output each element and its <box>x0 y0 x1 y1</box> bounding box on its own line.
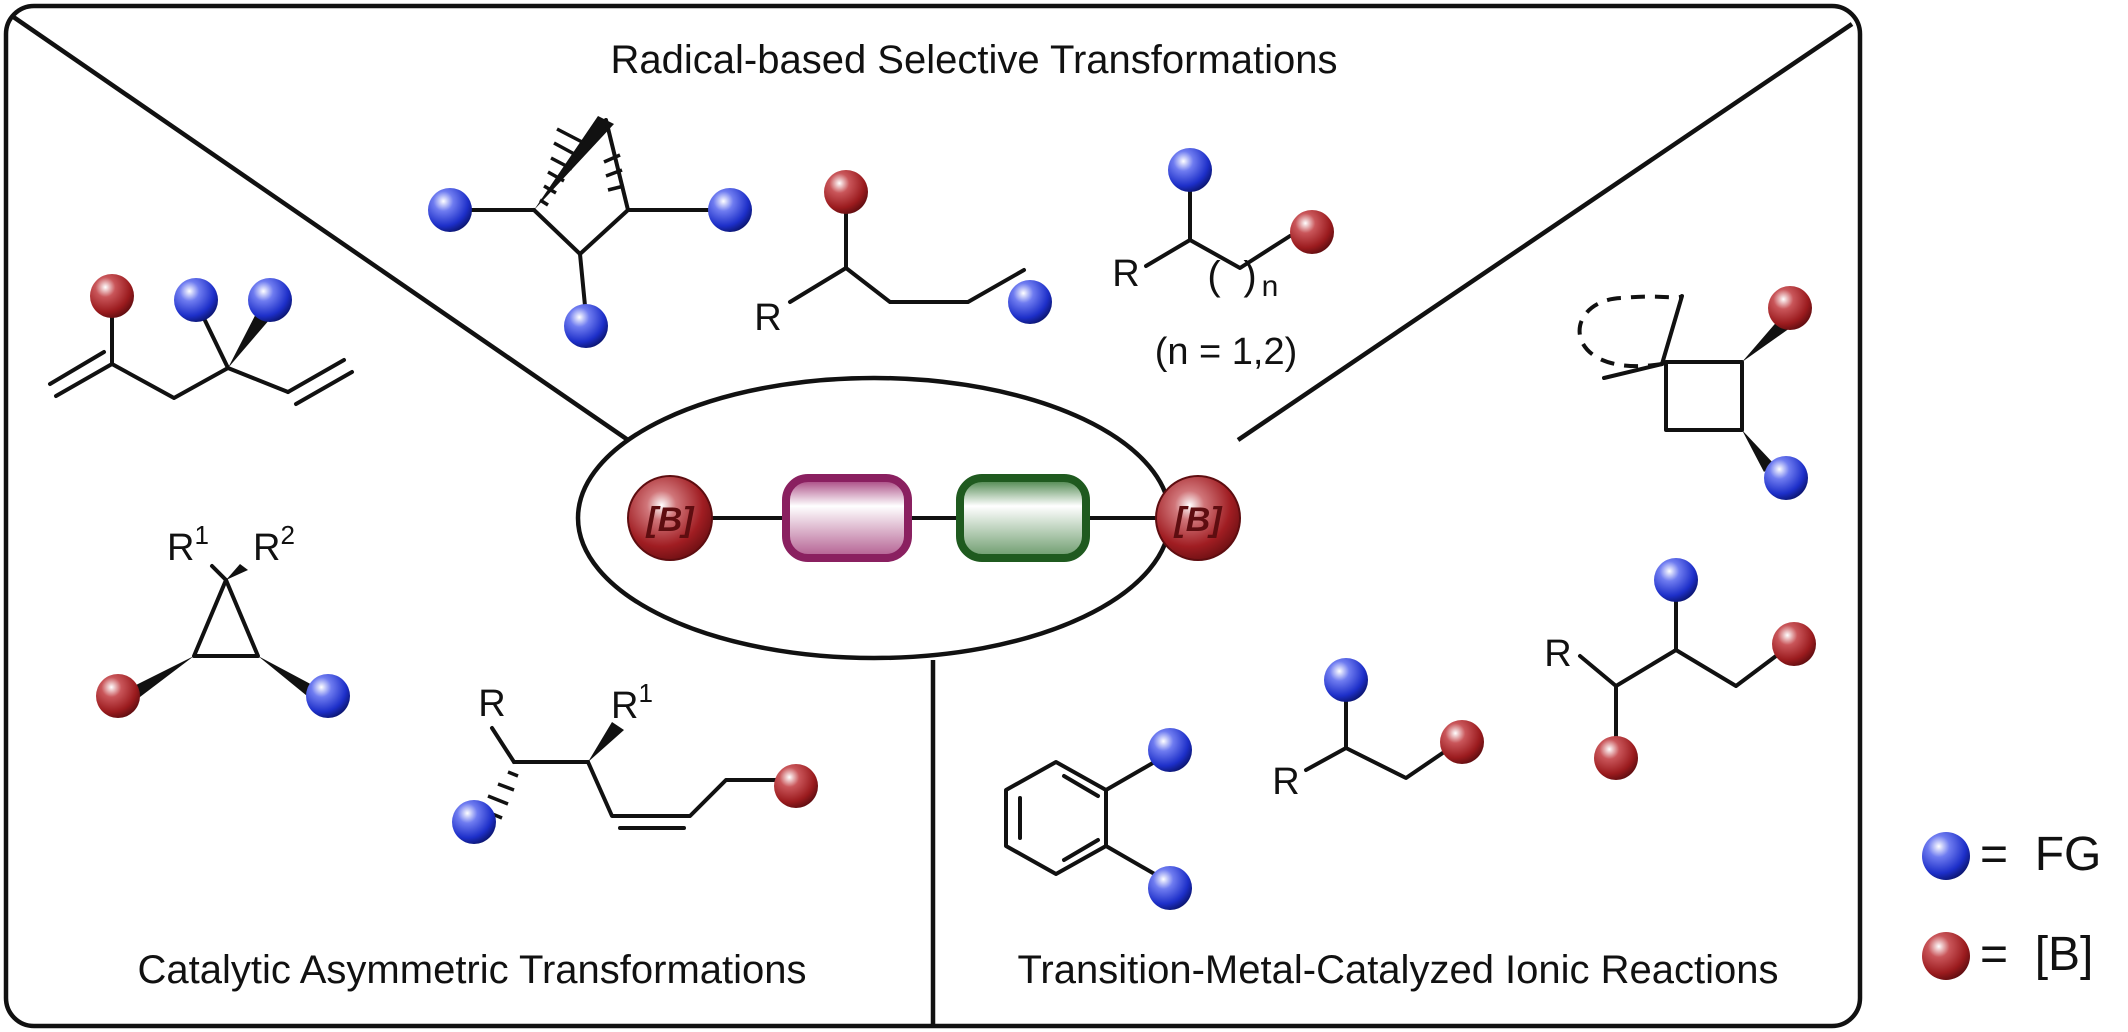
core-magenta-block <box>782 474 912 562</box>
core-boron-left <box>627 475 713 561</box>
carbon-chain <box>110 362 290 400</box>
legend-boron-ball <box>1922 932 1970 980</box>
molecule-diene <box>48 274 354 406</box>
frame-group <box>3 3 1863 1029</box>
fg-ball <box>1008 280 1052 324</box>
r-label: R <box>1544 633 1571 675</box>
molecule-homologous: R ( ) n (n = 1,2) <box>1112 148 1334 373</box>
r2-label: R2 <box>253 520 295 569</box>
r1-label: R1 <box>611 678 653 727</box>
divider-left-diagonal <box>10 14 630 442</box>
double-bond <box>286 358 346 394</box>
fg-ball <box>1654 558 1698 602</box>
fg-ball <box>428 188 472 232</box>
wedge-bond <box>588 722 624 762</box>
molecule-1-2-chain: R <box>1272 658 1484 803</box>
divider-right-diagonal <box>1236 22 1854 442</box>
n-subscript: n <box>1262 270 1279 303</box>
paren-open: ( <box>1207 254 1221 298</box>
bond <box>532 208 582 256</box>
section-title-asymmetric: Catalytic Asymmetric Transformations <box>137 948 806 992</box>
n-condition-label: (n = 1,2) <box>1155 331 1298 373</box>
bond <box>604 118 630 212</box>
core-boron-right <box>1155 475 1241 561</box>
hash-bond <box>603 153 625 192</box>
section-title-radical: Radical-based Selective Transformations <box>610 38 1337 82</box>
fg-ball <box>452 800 496 844</box>
molecule-cyclobutane <box>1577 286 1812 500</box>
bond <box>1104 844 1160 878</box>
boron-ball <box>1768 286 1812 330</box>
dashed-ring <box>1577 294 1684 368</box>
boron-ball <box>1772 622 1816 666</box>
bond <box>1602 362 1664 380</box>
bond <box>210 564 228 582</box>
molecule-cyclopropane: R1 R2 <box>96 520 350 718</box>
boron-ball <box>1290 210 1334 254</box>
carbon-chain <box>586 760 780 818</box>
wedge-bond <box>1742 318 1790 362</box>
wedge-bond <box>226 564 248 580</box>
r-label: R <box>1112 253 1139 295</box>
fg-ball <box>564 304 608 348</box>
molecule-allylic: R R1 <box>452 678 818 844</box>
cyclopropane-ring <box>192 578 260 658</box>
molecule-triboron-chain: R <box>1544 558 1816 780</box>
carbon-chain <box>1578 648 1778 688</box>
molecule-benzene <box>1004 728 1192 910</box>
r-label: R <box>754 297 781 339</box>
bond <box>1660 294 1684 366</box>
fg-ball <box>174 278 218 322</box>
wedge-bond <box>534 116 614 210</box>
wedge-bond <box>1742 430 1774 472</box>
fg-ball <box>708 188 752 232</box>
carbon-chain <box>788 266 1026 304</box>
molecule-1-4-chain: R <box>754 170 1052 339</box>
legend: = FG = [B] <box>1922 828 2101 981</box>
double-bond <box>294 370 354 406</box>
fg-ball <box>306 674 350 718</box>
carbon-chain <box>1144 234 1292 270</box>
legend-fg-ball <box>1922 832 1970 880</box>
core-boron-right-label: [B] <box>1173 501 1223 539</box>
legend-boron-text: = [B] <box>1980 928 2093 981</box>
fg-ball <box>1324 658 1368 702</box>
core-boron-left-label: [B] <box>645 501 695 539</box>
fg-ball <box>1148 728 1192 772</box>
r-label: R <box>1272 761 1299 803</box>
carbon-chain <box>1304 746 1452 780</box>
boron-ball <box>774 764 818 808</box>
bond <box>578 208 630 256</box>
bond <box>1104 758 1160 792</box>
wedge-bond <box>130 656 194 700</box>
fg-ball <box>1168 148 1212 192</box>
molecule-bicyclopentane <box>428 116 752 348</box>
fg-ball <box>1148 866 1192 910</box>
legend-fg-text: = FG <box>1980 828 2101 881</box>
boron-ball <box>96 674 140 718</box>
double-bond <box>48 350 106 386</box>
cyclobutane-ring <box>1664 360 1744 432</box>
aromatic-bond <box>1062 838 1100 862</box>
wedge-bond <box>258 656 318 700</box>
boron-ball <box>1594 736 1638 780</box>
double-bond <box>54 362 114 398</box>
aromatic-bond <box>1062 774 1100 798</box>
boron-ball <box>90 274 134 318</box>
r1-label: R1 <box>167 520 209 569</box>
r-label: R <box>478 683 505 725</box>
hash-bond <box>539 127 585 207</box>
core-assembly: [B] [B] <box>575 375 1241 661</box>
fg-ball <box>248 278 292 322</box>
boron-ball <box>824 170 868 214</box>
boron-ball <box>1440 720 1484 764</box>
core-green-block <box>956 474 1090 562</box>
bond <box>490 726 516 764</box>
fg-ball <box>1764 456 1808 500</box>
paren-close: ) <box>1243 254 1256 298</box>
section-title-ionic: Transition-Metal-Catalyzed Ionic Reactio… <box>1017 948 1778 992</box>
